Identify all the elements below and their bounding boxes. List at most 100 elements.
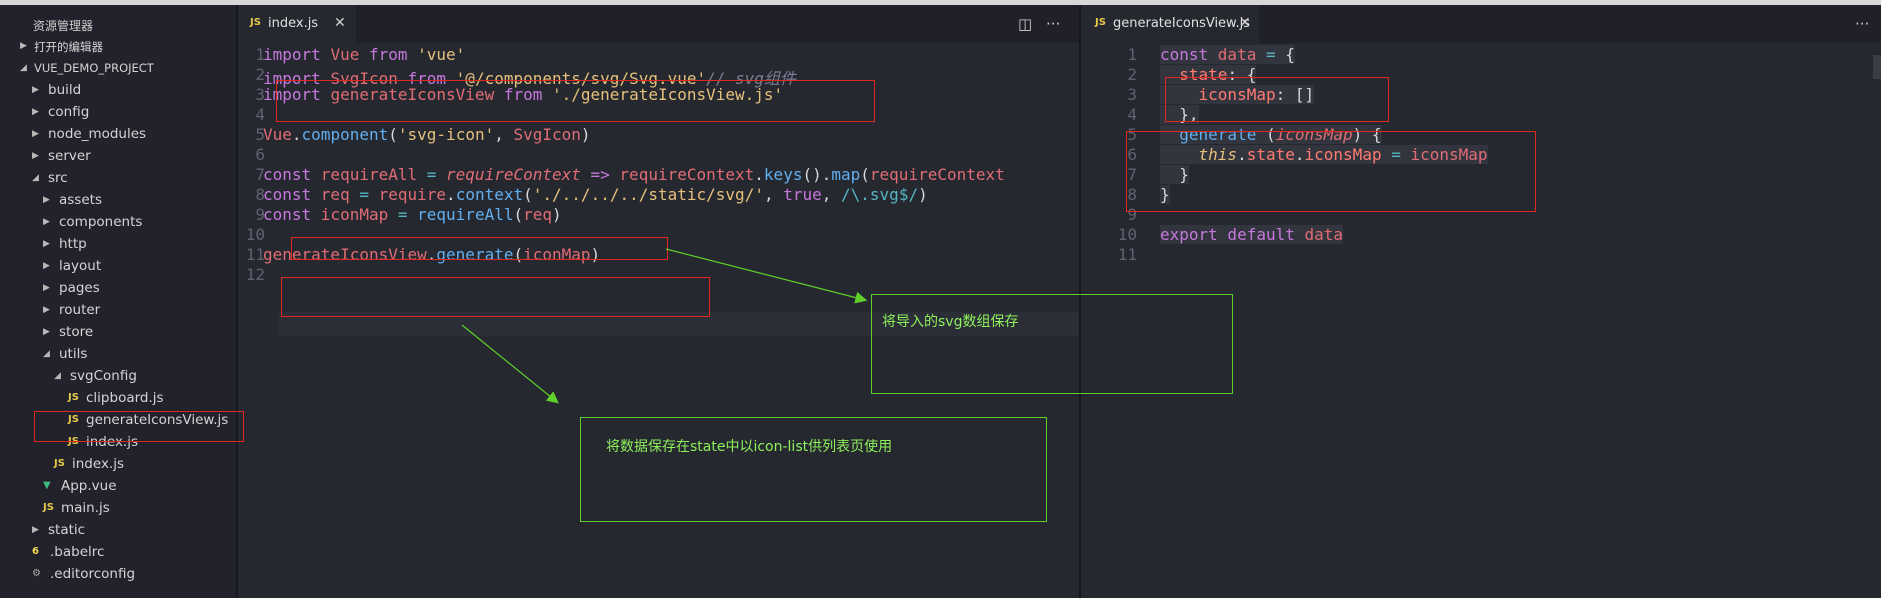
tree-item[interactable]: ▶http: [0, 234, 236, 256]
tree-item-label: static: [48, 522, 86, 538]
tree-item[interactable]: ◢svgConfig: [0, 366, 236, 388]
tree-item[interactable]: JS generateIconsView.js: [0, 410, 236, 432]
tree-item[interactable]: ▶assets: [0, 190, 236, 212]
code-text: import generateIconsView from './generat…: [263, 85, 783, 104]
code-text: }: [1160, 165, 1189, 184]
code-token: import: [263, 69, 331, 88]
tree-item[interactable]: ▶node_modules: [0, 124, 236, 146]
code-line[interactable]: 4 },: [1081, 105, 1881, 129]
code-line[interactable]: 6 this.state.iconsMap = iconsMap: [1081, 145, 1881, 169]
code-token: state: [1246, 145, 1295, 164]
split-editor-icon[interactable]: ◫: [1018, 15, 1033, 33]
tree-item[interactable]: ▶router: [0, 300, 236, 322]
tree-item[interactable]: ◢VUE_DEMO_PROJECT: [0, 58, 236, 80]
code-token: const: [263, 165, 321, 184]
code-token: iconMap: [320, 205, 389, 224]
code-token: (: [513, 245, 524, 264]
code-line[interactable]: 11: [1081, 245, 1881, 269]
code-token: iconsMap: [1275, 125, 1353, 144]
code-text: Vue.component('svg-icon', SvgIcon): [263, 125, 591, 144]
more-actions-icon[interactable]: ···: [1855, 15, 1870, 33]
annotation-note-1: 将导入的svg数组保存: [871, 294, 1233, 394]
code-text: const req = require.context('./../../../…: [263, 185, 928, 204]
close-icon[interactable]: ✕: [334, 15, 346, 31]
code-token: this: [1198, 145, 1238, 164]
code-text: import SvgIcon from '@/components/svg/Sv…: [263, 65, 796, 89]
code-line[interactable]: 10: [238, 225, 1079, 249]
editor-group-divider[interactable]: [1079, 5, 1081, 598]
line-number: 11: [245, 245, 265, 264]
tree-item[interactable]: ▶build: [0, 80, 236, 102]
code-line[interactable]: 12: [238, 265, 1079, 289]
tree-item[interactable]: ▼App.vue: [0, 476, 236, 498]
tree-item-label: VUE_DEMO_PROJECT: [34, 61, 154, 75]
code-line[interactable]: 9: [1081, 205, 1881, 229]
scrollbar-thumb[interactable]: [1873, 55, 1881, 79]
code-token: Vue: [263, 125, 292, 144]
code-token: (: [1256, 125, 1276, 144]
chevron-down-icon: ◢: [54, 371, 61, 381]
tree-item[interactable]: ▶components: [0, 212, 236, 234]
tree-item[interactable]: ▶server: [0, 146, 236, 168]
tree-item-label: pages: [59, 280, 100, 296]
code-line[interactable]: 7 }: [1081, 165, 1881, 189]
tree-item[interactable]: ▶static: [0, 520, 236, 542]
code-line[interactable]: 5 generate (iconsMap) {: [1081, 125, 1881, 149]
code-token: const: [1160, 45, 1218, 64]
code-token: keys: [763, 165, 803, 184]
tree-item[interactable]: 6.babelrc: [0, 542, 236, 564]
gear-icon: ⚙: [32, 568, 41, 579]
tree-item[interactable]: ▶打开的编辑器: [0, 36, 236, 58]
explorer-title: 资源管理器: [33, 19, 94, 33]
tree-item[interactable]: ◢src: [0, 168, 236, 190]
tree-item[interactable]: ▶pages: [0, 278, 236, 300]
close-icon[interactable]: ✕: [1239, 15, 1251, 31]
line-number: 3: [255, 85, 265, 104]
code-token: ): [552, 205, 562, 224]
line-number: 4: [255, 105, 265, 124]
tab-generate-icons-view-js[interactable]: JS generateIconsView.js ✕: [1081, 5, 1259, 43]
code-line[interactable]: 3 iconsMap: []: [1081, 85, 1881, 109]
annotation-box-file-highlight: [34, 411, 244, 442]
tree-item[interactable]: ◢utils: [0, 344, 236, 366]
line-number: 12: [245, 265, 265, 284]
code-line[interactable]: 6: [238, 145, 1079, 169]
code-line[interactable]: 8}: [1081, 185, 1881, 209]
code-token: from: [494, 85, 552, 104]
code-token: (: [388, 125, 398, 144]
code-line[interactable]: 2 state: {: [1081, 65, 1881, 89]
tree-item[interactable]: ▶layout: [0, 256, 236, 278]
more-actions-icon[interactable]: ···: [1046, 15, 1061, 33]
code-text: const iconMap = requireAll(req): [263, 205, 562, 224]
code-token: data: [1217, 45, 1257, 64]
tree-item-label: generateIconsView.js: [86, 412, 229, 428]
tree-item-label: utils: [59, 346, 88, 362]
js-file-icon: JS: [1095, 17, 1106, 28]
tree-item[interactable]: ▶store: [0, 322, 236, 344]
code-line[interactable]: 4: [238, 105, 1079, 129]
tree-item-label: components: [59, 214, 143, 230]
tab-index-js[interactable]: JS index.js ✕: [238, 5, 356, 43]
tree-item[interactable]: ▶config: [0, 102, 236, 124]
tree-item[interactable]: ⚙.editorconfig: [0, 564, 236, 586]
chevron-right-icon: ▶: [43, 305, 50, 315]
js-file-icon: JS: [68, 414, 79, 425]
code-token: /\.svg$/: [841, 185, 919, 204]
code-text: }: [1160, 185, 1170, 204]
code-token: }: [1160, 165, 1189, 184]
